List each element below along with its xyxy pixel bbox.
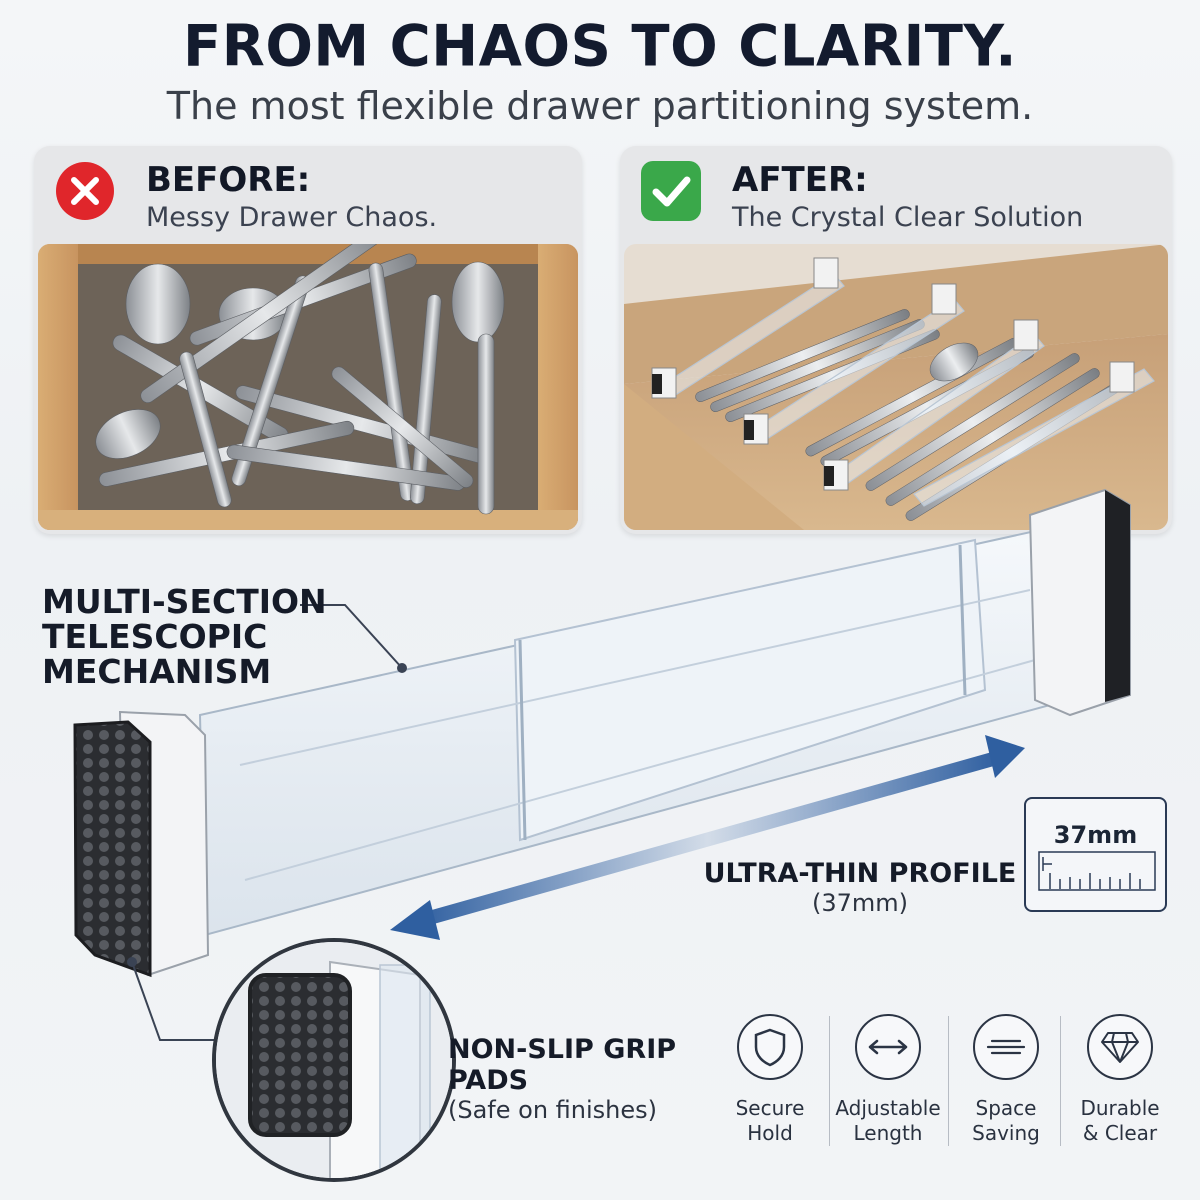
- profile-caption: ULTRA-THIN PROFILE (37mm): [700, 858, 1020, 917]
- feature-durable-clear: Durable& Clear: [1062, 1010, 1178, 1150]
- shield-icon: [737, 1014, 803, 1080]
- headline: FROM CHAOS TO CLARITY.: [182, 13, 1018, 80]
- grip-title: NON-SLIP GRIP PADS: [448, 1034, 677, 1096]
- feature-label: Durable: [1080, 1096, 1160, 1120]
- feature-label: Saving: [972, 1121, 1040, 1145]
- mechanism-line-3: MECHANISM: [42, 652, 272, 691]
- after-title: AFTER:: [732, 160, 868, 200]
- after-panel: AFTER: The Crystal Clear Solution: [620, 146, 1172, 534]
- messy-drawer-photo: [38, 244, 578, 530]
- feature-label: Space: [975, 1096, 1037, 1120]
- left-end-cap: [73, 710, 210, 978]
- profile-sub: (37mm): [811, 889, 909, 917]
- diamond-icon: [1087, 1014, 1153, 1080]
- mechanism-line-1: MULTI-SECTION: [42, 582, 327, 621]
- feature-label: Secure: [735, 1096, 805, 1120]
- before-panel: BEFORE: Messy Drawer Chaos.: [34, 146, 582, 534]
- ruler-label: 37mm: [1053, 821, 1138, 849]
- mechanism-callout: MULTI-SECTION TELESCOPIC MECHANISM: [42, 584, 327, 689]
- after-description: The Crystal Clear Solution: [732, 202, 1084, 233]
- x-circle-icon: [54, 160, 116, 222]
- grip-caption: NON-SLIP GRIP PADS (Safe on finishes): [448, 1034, 748, 1124]
- mechanism-line-2: TELESCOPIC: [42, 617, 268, 656]
- before-description: Messy Drawer Chaos.: [146, 202, 438, 233]
- organized-drawer-photo: [624, 244, 1168, 530]
- feature-label: Adjustable: [835, 1096, 941, 1120]
- before-title: BEFORE:: [146, 160, 311, 200]
- feature-label: Hold: [747, 1121, 793, 1145]
- checkmark-icon: [640, 160, 702, 222]
- feature-label: Length: [853, 1121, 923, 1145]
- double-arrow-icon: [855, 1014, 921, 1080]
- ruler-icon: 37mm: [1024, 797, 1167, 912]
- profile-title: ULTRA-THIN PROFILE: [703, 858, 1017, 889]
- thin-lines-icon: [973, 1014, 1039, 1080]
- grip-pad-zoom: [212, 938, 456, 1182]
- feature-label: & Clear: [1082, 1121, 1158, 1145]
- subheadline: The most flexible drawer partitioning sy…: [166, 84, 1034, 128]
- grip-sub: (Safe on finishes): [448, 1096, 658, 1124]
